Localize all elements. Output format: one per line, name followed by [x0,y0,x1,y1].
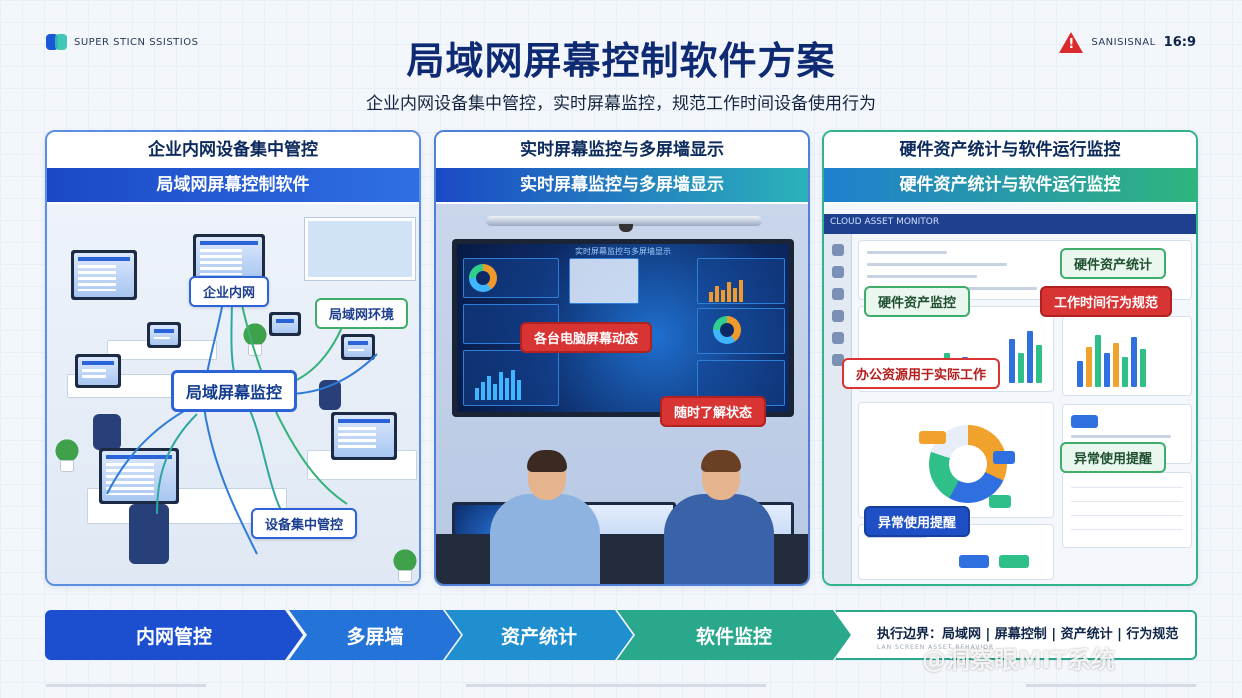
callout-status: 随时了解状态 [660,396,767,427]
donut-card [858,402,1054,518]
ratio-value: 16:9 [1163,35,1196,50]
flow-step-asset-stats: 资产统计 [445,610,633,660]
desk-monitor [269,312,301,336]
donut-chip [993,451,1016,464]
callout-anomaly-left: 异常使用提醒 [864,506,971,537]
footer-decoration [46,680,1196,690]
brand-text: SUPER STICN SSISTIOS [74,36,199,48]
ratio-label: SANISISNAL [1091,37,1156,48]
brand: SUPER STICN SSISTIOS [46,34,198,50]
brand-logo-icon [46,34,68,50]
donut-widget [713,316,741,344]
dashboard-topbar: CLOUD ASSET MONITOR [824,214,1196,234]
bar-chart-card [1062,316,1192,396]
mini-bar-chart [709,278,743,302]
video-wall-title: 实时屏幕监控与多屏墙显示 [575,247,671,256]
callout-worktime-rules: 工作时间行为规范 [1040,286,1173,317]
callout-hardware-monitor: 硬件资产监控 [864,286,971,317]
panel-header: 硬件资产统计与软件运行监控 [824,132,1196,168]
office-window [305,218,415,280]
donut-widget [469,264,497,292]
wall-monitor [193,234,265,284]
office-chair [93,414,121,450]
panel-intranet-control: 企业内网设备集中管控 局域网屏幕控制软件 [45,130,421,586]
control-room-illustration: 实时屏幕监控与多屏墙显示 各台电脑屏幕动态 随时了解状态 [436,204,808,584]
desk-monitor [341,334,375,360]
panel-screen-wall: 实时屏幕监控与多屏墙显示 实时屏幕监控与多屏墙显示 实时屏幕监控与多屏墙显示 [434,130,810,586]
plant-icon [393,544,417,582]
desk-monitor [99,448,179,504]
wall-monitor [71,250,137,300]
mini-bar-chart [475,366,521,400]
bar-chart [1077,323,1146,387]
camera-icon [619,224,633,232]
video-wall: 实时屏幕监控与多屏墙显示 [452,239,794,417]
flow-step-intranet: 内网管控 [45,610,303,660]
legend-chip [1071,415,1099,428]
dashboard-title: CLOUD ASSET MONITOR [830,217,940,227]
bar-chart [1009,323,1042,383]
page-subtitle: 企业内网设备集中管控，实时屏幕监控，规范工作时间设备使用行为 [366,94,876,114]
data-table-card [1062,472,1192,548]
flow-step-screen-wall: 多屏墙 [289,610,461,660]
wall-tile [697,308,785,354]
desk-monitor [147,322,181,348]
aspect-ratio-tag: ! SANISISNAL 16:9 [1059,32,1196,53]
callout-lan: 局域网环境 [315,298,409,329]
light-bar [486,216,762,226]
status-chip [999,555,1029,568]
dashboard-illustration: CLOUD ASSET MONITOR [824,204,1196,584]
plant-icon [55,434,79,472]
office-chair [129,504,169,564]
wall-tile [569,258,639,304]
panel-band: 局域网屏幕控制软件 [47,168,419,202]
panel-band: 硬件资产统计与软件运行监控 [824,168,1196,202]
callout-intranet: 企业内网 [189,276,270,307]
dashboard-sidebar [824,234,852,584]
callout-hardware-stats: 硬件资产统计 [1060,248,1167,279]
watermark: @洞察眼MIT系统 [922,646,1116,674]
panel-header: 实时屏幕监控与多屏墙显示 [436,132,808,168]
operator-person [664,434,784,584]
panel-band: 实时屏幕监控与多屏墙显示 [436,168,808,202]
callout-device-control: 设备集中管控 [251,508,358,539]
callout-anomaly-right: 异常使用提醒 [1060,442,1167,473]
callout-office-resources: 办公资源用于实际工作 [842,358,1001,389]
flow-step-software-monitor: 软件监控 [617,610,851,660]
callout-screen-monitor: 局域屏幕监控 [171,370,298,412]
panel-asset-monitor: 硬件资产统计与软件运行监控 硬件资产统计与软件运行监控 CLOUD ASSET … [822,130,1198,586]
donut-chip [919,431,947,444]
callout-screen-dynamic: 各台电脑屏幕动态 [520,322,653,353]
warning-icon: ! [1059,32,1084,53]
desk-monitor [331,412,397,460]
boundary-subtext: LAN SCREEN ASSET BEHAVIOR [877,644,995,651]
boundary-text: 执行边界：局域网 | 屏幕控制 | 资产统计 | 行为规范 [877,627,1179,642]
page-title: 局域网屏幕控制软件方案 [406,39,836,83]
status-chip [959,555,989,568]
process-flow: 内网管控 多屏墙 资产统计 软件监控 执行边界：局域网 | 屏幕控制 | 资产统… [45,610,1197,660]
desk-monitor [75,354,121,388]
office-illustration: 企业内网 局域网环境 局域屏幕监控 设备集中管控 [47,204,419,584]
donut-chip [989,495,1012,508]
panel-header: 企业内网设备集中管控 [47,132,419,168]
operator-person [490,434,610,584]
